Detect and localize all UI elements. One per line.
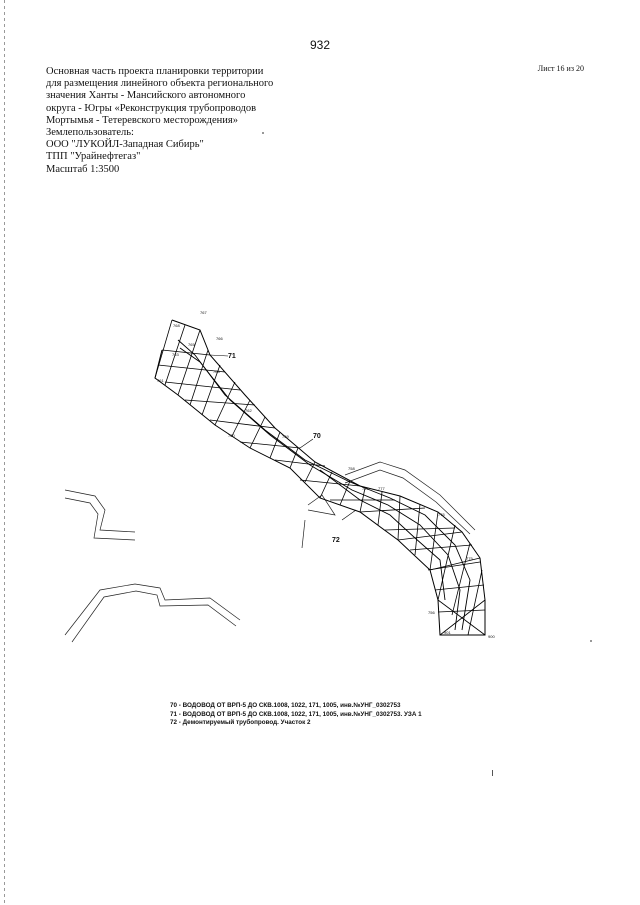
callout-leaders (209, 354, 357, 521)
legend-item: 70 - ВОДОВОД ОТ ВРП-5 ДО СКВ.1008, 1022,… (170, 702, 401, 709)
header-line: значения Ханты - Мансийского автономного (46, 90, 246, 102)
left-scan-edge (4, 0, 5, 905)
callout-70: 70 (313, 433, 321, 440)
scan-mark (492, 770, 493, 776)
callout-72: 72 (332, 537, 340, 544)
sheet-label: Лист 16 из 20 (537, 64, 584, 73)
header-line: округа - Югры «Реконструкция трубопровод… (46, 102, 257, 114)
point-label: 761 (157, 378, 164, 383)
point-label: 762 (245, 408, 252, 413)
header-line: для размещения линейного объекта региона… (46, 78, 274, 90)
context-outlines (64, 461, 476, 643)
point-label: 775 (466, 556, 473, 561)
header-line: Мортымья - Тетеревского месторождения» (46, 114, 238, 126)
point-label: 760 (228, 433, 235, 438)
point-label: 767 (200, 310, 207, 315)
point-label: 777 (378, 486, 385, 491)
legend: 70 - ВОДОВОД ОТ ВРП-5 ДО СКВ.1008, 1022,… (170, 702, 422, 728)
point-label: 763 (172, 352, 179, 357)
scan-speck (590, 640, 592, 642)
point-label: 765 (188, 342, 195, 347)
point-label: 764 (213, 369, 220, 374)
legend-item: 72 - Демонтируемый трубопровод. Участок … (170, 719, 311, 727)
site-plan-drawing: 767 768 766 765 763 764 761 762 760 759 … (60, 300, 520, 650)
header-line: ТПП "Урайнефтегаз" (46, 151, 141, 163)
point-label: 901 (444, 630, 451, 635)
point-label: 766 (216, 336, 223, 341)
point-label: 776 (438, 512, 445, 517)
point-label: 756 (428, 610, 435, 615)
page-number: 932 (309, 38, 331, 52)
callout-71: 71 (228, 353, 236, 360)
point-label: 759 (282, 434, 289, 439)
header-line: Масштаб 1:3500 (46, 163, 120, 175)
legend-item: 71 - ВОДОВОД ОТ ВРП-5 ДО СКВ.1008, 1022,… (170, 710, 422, 718)
scan-speck (262, 132, 264, 134)
corridor-grid (154, 319, 486, 636)
header-line: ООО "ЛУКОЙЛ-Западная Сибирь" (46, 139, 204, 151)
pipeline-lines (177, 339, 471, 631)
site-plan-svg: 767 768 766 765 763 764 761 762 760 759 … (64, 310, 495, 643)
point-labels: 767 768 766 765 763 764 761 762 760 759 … (157, 310, 495, 639)
point-label: 768 (173, 323, 180, 328)
point-label: 757 (362, 486, 369, 491)
point-label: 900 (488, 634, 495, 639)
header-block: Основная часть проекта планировки террит… (46, 66, 306, 176)
point-label: 758 (348, 466, 355, 471)
header-line: Землепользователь: (46, 127, 134, 139)
header-line: Основная часть проекта планировки террит… (46, 66, 264, 77)
